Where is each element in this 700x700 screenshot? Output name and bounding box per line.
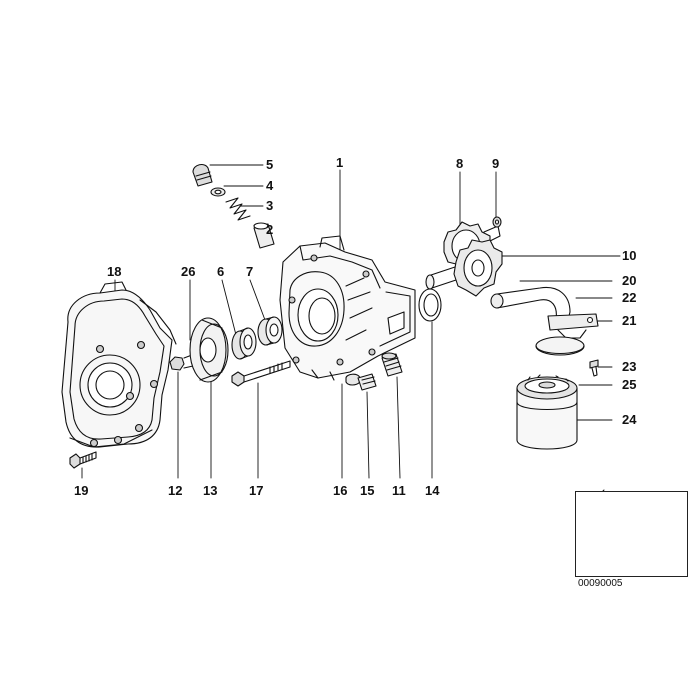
oil-strainer — [535, 313, 599, 356]
part-label-17[interactable]: 17 — [249, 483, 264, 498]
bearing — [231, 327, 257, 360]
part-label-1[interactable]: 1 — [336, 155, 344, 170]
part-label-14[interactable]: 14 — [425, 483, 440, 498]
o-ring — [418, 288, 442, 322]
part-label-3[interactable]: 3 — [266, 198, 274, 213]
part-label-10[interactable]: 10 — [622, 248, 637, 263]
strainer-screw — [589, 359, 599, 377]
diagram-reference-code: 00090005 — [578, 578, 623, 589]
part-label-23[interactable]: 23 — [622, 359, 637, 374]
part-label-25[interactable]: 25 — [622, 377, 637, 392]
part-label-24[interactable]: 24 — [622, 412, 637, 427]
part-label-12[interactable]: 12 — [168, 483, 183, 498]
part-label-2[interactable]: 2 — [266, 222, 274, 237]
part-label-26[interactable]: 26 — [181, 264, 196, 279]
oil-filter — [516, 374, 578, 450]
long-bolt — [231, 360, 291, 387]
part-label-5[interactable]: 5 — [266, 157, 274, 172]
part-label-19[interactable]: 19 — [74, 483, 89, 498]
shaft-seal — [257, 316, 283, 346]
part-label-7[interactable]: 7 — [246, 264, 254, 279]
leader-lines — [81, 164, 621, 479]
part-label-6[interactable]: 6 — [217, 264, 225, 279]
part-label-21[interactable]: 21 — [622, 313, 637, 328]
plug-screws — [345, 352, 403, 391]
side-cover — [61, 281, 177, 448]
part-label-20[interactable]: 20 — [622, 273, 637, 288]
part-label-8[interactable]: 8 — [456, 156, 464, 171]
part-label-18[interactable]: 18 — [107, 264, 122, 279]
oil-pump-housing — [279, 235, 416, 381]
part-label-22[interactable]: 22 — [622, 290, 637, 305]
vehicle-thumbnail-frame — [575, 491, 688, 577]
part-label-11[interactable]: 11 — [392, 483, 406, 498]
driven-gear — [453, 239, 503, 297]
cover-bolt — [69, 451, 97, 469]
part-label-9[interactable]: 9 — [492, 156, 500, 171]
relief-valve-parts — [192, 163, 275, 249]
part-label-4[interactable]: 4 — [266, 178, 274, 193]
pump-rotor — [189, 317, 229, 383]
part-label-15[interactable]: 15 — [360, 483, 375, 498]
part-label-16[interactable]: 16 — [333, 483, 348, 498]
part-label-13[interactable]: 13 — [203, 483, 218, 498]
small-washer — [492, 216, 502, 228]
